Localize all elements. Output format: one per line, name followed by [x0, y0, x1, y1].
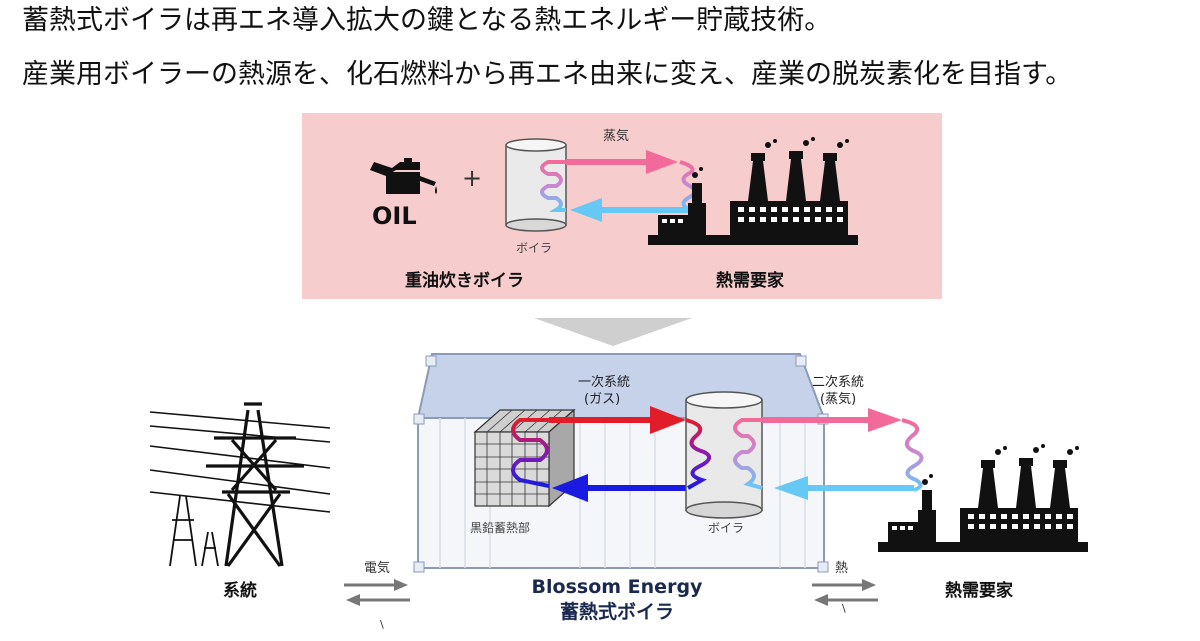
heat-consumer-caption-bottom: 熱需要家 [945, 580, 1013, 601]
return-arrowhead-bottom [774, 476, 808, 500]
electricity-label: 電気 [364, 560, 390, 576]
secondary-system-label: 二次系統 [812, 374, 864, 390]
mark-left: \ [380, 618, 384, 631]
product-name: Blossom Energy [532, 576, 703, 598]
heat-arrows [812, 579, 878, 606]
headline-line-2: 産業用ボイラーの熱源を、化石燃料から再エネ由来に変え、産業の脱炭素化を目指す。 [22, 59, 1073, 90]
heat-consumer-caption-top: 熱需要家 [716, 270, 784, 291]
return-arrowhead-top [570, 198, 602, 222]
steam-arrowhead-top [646, 150, 678, 174]
factory-icon-bottom [878, 444, 1088, 552]
transition-arrow-icon [534, 318, 692, 346]
boiler-cylinder-top [505, 138, 567, 232]
primary-system-sublabel: (ガス) [584, 392, 620, 407]
factory-coil-top [679, 160, 697, 212]
boiler-cylinder-bottom [685, 391, 763, 519]
heavy-oil-boiler-caption: 重油炊きボイラ [405, 270, 524, 291]
secondary-system-sublabel: (蒸気) [820, 391, 856, 407]
graphite-storage-label: 黒鉛蓄熱部 [470, 520, 530, 535]
grid-caption: 系統 [223, 580, 257, 601]
oil-can-icon [370, 158, 437, 194]
steam-label-top: 蒸気 [603, 128, 629, 144]
graphite-storage-block [473, 408, 576, 508]
oil-label: OIL [372, 202, 417, 230]
transmission-tower-icon [149, 402, 331, 567]
boiler-label-bottom: ボイラ [708, 521, 744, 535]
heat-label: 熱 [835, 561, 848, 576]
mark-right: \ [842, 602, 846, 615]
factory-icon-top [648, 137, 858, 245]
factory-coil-bottom [901, 418, 924, 492]
boiler-label-top: ボイラ [516, 241, 552, 255]
headline-line-1: 蓄熱式ボイラは再エネ導入拡大の鍵となる熱エネルギー貯蔵技術。 [22, 5, 832, 36]
product-type: 蓄熱式ボイラ [560, 600, 674, 623]
plus-sign: + [462, 164, 482, 192]
primary-system-label: 一次系統 [578, 374, 630, 390]
steam-arrowhead-bottom [868, 408, 902, 432]
electricity-arrows [344, 579, 410, 606]
gas-arrowhead [650, 406, 686, 434]
gas-return-arrowhead [552, 474, 588, 502]
